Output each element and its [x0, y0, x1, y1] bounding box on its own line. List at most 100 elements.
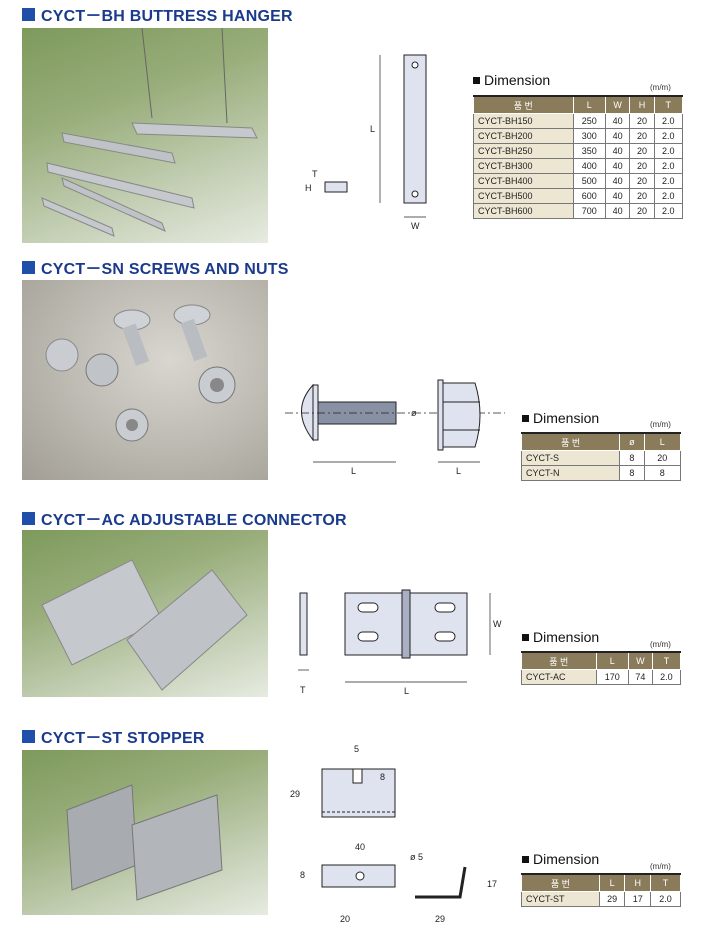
part-number-cell: CYCT-N [520, 465, 621, 481]
dimension-cell: 2.0 [653, 128, 684, 144]
svg-text:40: 40 [355, 842, 365, 852]
svg-text:17: 17 [487, 879, 497, 889]
label-W: W [411, 221, 420, 231]
part-number-cell: CYCT-BH400 [473, 173, 574, 189]
dimension-heading: Dimension [522, 851, 599, 867]
dimension-cell: 350 [572, 143, 607, 159]
dimension-cell: 600 [572, 188, 607, 204]
dimension-cell: 40 [605, 203, 631, 219]
label-H: H [305, 183, 312, 193]
dimension-heading: Dimension [522, 410, 599, 426]
unit-label: (m/m) [650, 862, 671, 871]
dimension-cell: 20 [643, 450, 682, 466]
dimension-cell: 40 [605, 113, 631, 129]
label-W: W [493, 619, 502, 629]
connector-drawing: T W L [298, 589, 502, 696]
dimension-cell: 700 [572, 203, 607, 219]
section-title-sn: CYCT－SN SCREWS AND NUTS [22, 255, 289, 279]
label-T: T [300, 685, 306, 695]
svg-text:29: 29 [290, 789, 300, 799]
part-number-cell: CYCT-BH300 [473, 158, 574, 174]
stopper-illustration [66, 784, 223, 901]
bh-drawing: L W H T [305, 54, 427, 231]
svg-text:5: 5 [354, 744, 359, 754]
part-number-cell: CYCT-BH600 [473, 203, 574, 219]
part-number-cell: CYCT-BH500 [473, 188, 574, 204]
part-number-cell: CYCT-S [520, 450, 621, 466]
part-number-cell: CYCT-AC [521, 669, 597, 685]
unit-label: (m/m) [650, 420, 671, 429]
dimension-cell: 74 [627, 669, 653, 685]
stopper-drawing: 5 8 29 40 8 ø 5 20 17 29 [290, 744, 497, 924]
dimension-cell: 2.0 [651, 669, 682, 685]
dimension-cell: 500 [572, 173, 607, 189]
dimension-cell: 40 [605, 173, 631, 189]
unit-label: (m/m) [650, 640, 671, 649]
dimension-cell: 2.0 [653, 203, 684, 219]
label-L: L [404, 686, 409, 696]
svg-text:ø 5: ø 5 [410, 852, 423, 862]
dimension-cell: 2.0 [653, 188, 684, 204]
screws-illustration [45, 304, 236, 442]
dimension-cell: 20 [629, 188, 655, 204]
product-photo-adjustable-connector [22, 530, 268, 697]
dimension-cell: 8 [619, 465, 645, 481]
dimension-cell: 8 [619, 450, 645, 466]
part-number-cell: CYCT-ST [521, 891, 600, 907]
section-title-st: CYCT－ST STOPPER [22, 724, 205, 748]
svg-text:29: 29 [435, 914, 445, 924]
product-photo-screws-nuts [22, 280, 268, 480]
label-L-screw: L [351, 466, 356, 476]
dimension-cell: 2.0 [650, 891, 681, 907]
unit-label: (m/m) [650, 83, 671, 92]
dimension-cell: 20 [629, 158, 655, 174]
label-L: L [370, 124, 375, 134]
part-number-cell: CYCT-BH150 [473, 113, 574, 129]
dimension-cell: 2.0 [653, 173, 684, 189]
part-number-cell: CYCT-BH200 [473, 128, 574, 144]
label-T: T [312, 169, 318, 179]
dimension-cell: 40 [605, 143, 631, 159]
svg-text:8: 8 [300, 870, 305, 880]
dimension-cell: 2.0 [653, 113, 684, 129]
dimension-cell: 2.0 [653, 143, 684, 159]
title-text: CYCT－BH BUTTRESS HANGER [41, 8, 293, 25]
dimension-cell: 20 [629, 143, 655, 159]
hanger-illustration [41, 27, 258, 237]
screw-nut-drawing: ø L L [285, 379, 505, 476]
dimension-cell: 8 [643, 465, 682, 481]
dimension-cell: 300 [572, 128, 607, 144]
product-photo-buttress-hanger [22, 27, 268, 243]
dimension-cell: 17 [624, 891, 652, 907]
product-photo-stopper [22, 750, 268, 915]
dimension-cell: 40 [605, 128, 631, 144]
dimension-cell: 170 [595, 669, 629, 685]
part-number-cell: CYCT-BH250 [473, 143, 574, 159]
dimension-cell: 2.0 [653, 158, 684, 174]
dimension-cell: 40 [605, 188, 631, 204]
dimension-cell: 20 [629, 128, 655, 144]
label-phi: ø [411, 408, 417, 418]
dimension-heading: Dimension [473, 72, 550, 88]
dimension-cell: 40 [605, 158, 631, 174]
label-L-nut: L [456, 466, 461, 476]
section-title-ac: CYCT－AC ADJUSTABLE CONNECTOR [22, 506, 347, 530]
dimension-cell: 20 [629, 173, 655, 189]
dimension-cell: 20 [629, 113, 655, 129]
svg-text:8: 8 [380, 772, 385, 782]
section-title-bh: CYCT－BH BUTTRESS HANGER [22, 2, 293, 26]
